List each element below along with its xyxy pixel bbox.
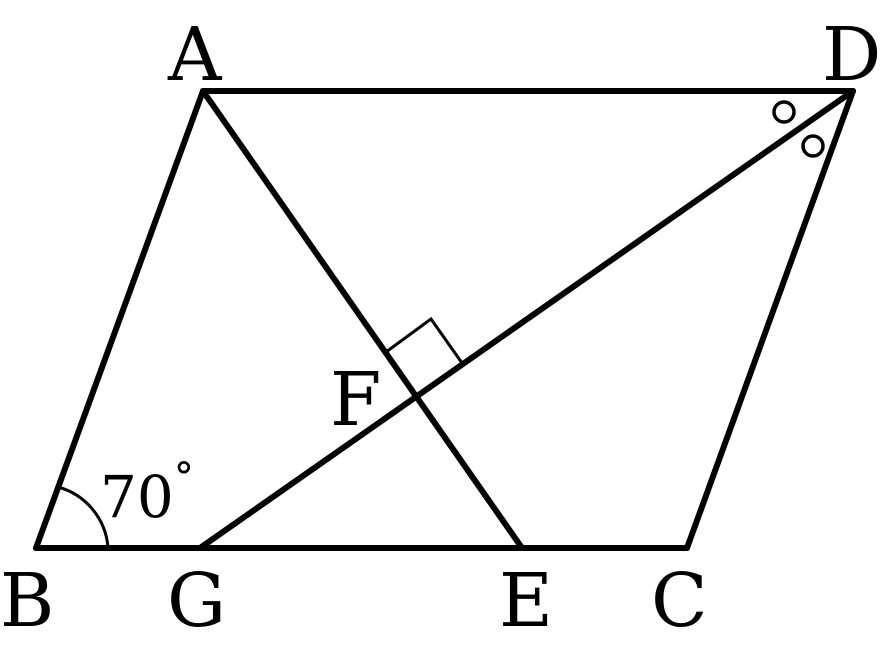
- angle-b-arc: [57, 485, 110, 549]
- angle-b-value: 70°: [100, 455, 194, 531]
- right-angle-marker: [385, 316, 464, 364]
- angle-b-degree: °: [174, 455, 194, 501]
- side-ab: [33, 88, 206, 551]
- side-dc: [684, 88, 856, 551]
- angle-mark-d-1: [772, 100, 796, 124]
- label-e: E: [499, 558, 553, 644]
- label-b: B: [0, 558, 54, 644]
- angle-mark-d-2: [801, 134, 825, 158]
- label-f: F: [330, 357, 381, 443]
- label-g: G: [167, 558, 226, 644]
- label-a: A: [167, 12, 223, 98]
- label-d: D: [822, 12, 881, 98]
- segment-dg: [197, 88, 856, 551]
- angle-b-number: 70: [100, 463, 174, 531]
- label-c: C: [651, 558, 708, 644]
- segment-ae: [200, 88, 525, 551]
